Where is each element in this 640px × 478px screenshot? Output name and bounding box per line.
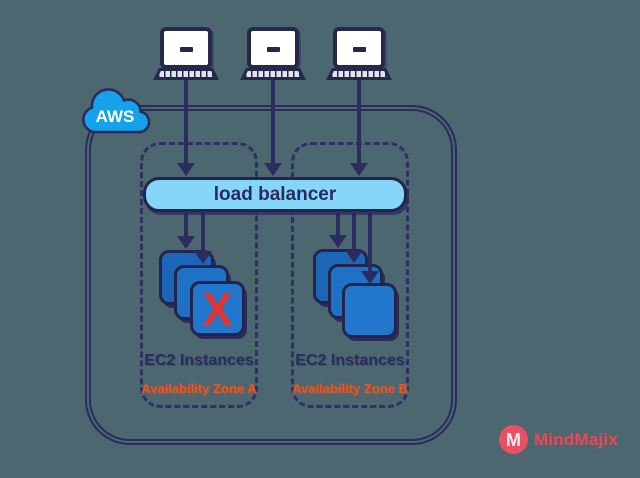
- arrow-lb-to-b1-line: [336, 211, 340, 236]
- ec2-instance-b3: [342, 283, 397, 338]
- brand-logo: M MindMajix: [498, 424, 618, 455]
- aws-cloud-icon: AWS: [82, 88, 151, 134]
- ec2-instance-a3-failed: [190, 281, 245, 336]
- arrow-lb-to-a1-line: [184, 211, 188, 237]
- zone-b-label: Availability Zone B: [292, 381, 408, 396]
- client-laptop-icon: [153, 27, 219, 81]
- failed-instance-x-mark: X: [202, 281, 233, 336]
- arrow-client2-to-lb-head: [264, 163, 282, 176]
- load-balancer: load balancer: [143, 177, 407, 212]
- arrow-lb-to-b1-head: [329, 235, 347, 248]
- client-laptop-icon: [326, 27, 392, 81]
- arrow-lb-to-b3-head: [361, 271, 379, 284]
- arrow-client1-to-lb-line: [184, 80, 188, 164]
- zone-a-label: Availability Zone A: [141, 381, 257, 396]
- laptop-screen-dash-icon: [179, 46, 193, 52]
- laptop-keys: [331, 71, 387, 77]
- mindmajix-monogram-letter: M: [506, 430, 521, 450]
- availability-zone-b-box: [291, 142, 409, 408]
- client-laptop-icon: [240, 27, 306, 81]
- arrow-lb-to-a2-head: [194, 251, 212, 264]
- load-balancer-label: load balancer: [213, 183, 337, 205]
- arrow-client3-to-lb-head: [350, 163, 368, 176]
- zone-b-instances-label: EC2 Instances: [295, 352, 405, 369]
- aws-cloud-label: AWS: [96, 107, 135, 126]
- brand-wordmark: MindMajix: [534, 429, 618, 449]
- availability-zone-a-box: [140, 142, 258, 408]
- arrow-client3-to-lb-line: [357, 80, 361, 164]
- arrow-lb-to-a2-line: [201, 211, 205, 252]
- laptop-keys: [158, 71, 214, 77]
- laptop-screen: [333, 27, 385, 69]
- arrow-client2-to-lb-line: [271, 80, 275, 164]
- arrow-lb-to-b2-line: [352, 211, 356, 251]
- arrow-client1-to-lb-head: [177, 163, 195, 176]
- laptop-keys: [245, 71, 301, 77]
- mindmajix-monogram-icon: M: [499, 425, 528, 454]
- laptop-screen-dash-icon: [266, 46, 280, 52]
- laptop-screen: [247, 27, 299, 69]
- arrow-lb-to-b2-head: [345, 250, 363, 263]
- arrow-lb-to-a1-head: [177, 236, 195, 249]
- laptop-screen-dash-icon: [352, 46, 366, 52]
- laptop-screen: [160, 27, 212, 69]
- zone-a-instances-label: EC2 Instances: [144, 352, 254, 369]
- arrow-lb-to-b3-line: [368, 211, 372, 272]
